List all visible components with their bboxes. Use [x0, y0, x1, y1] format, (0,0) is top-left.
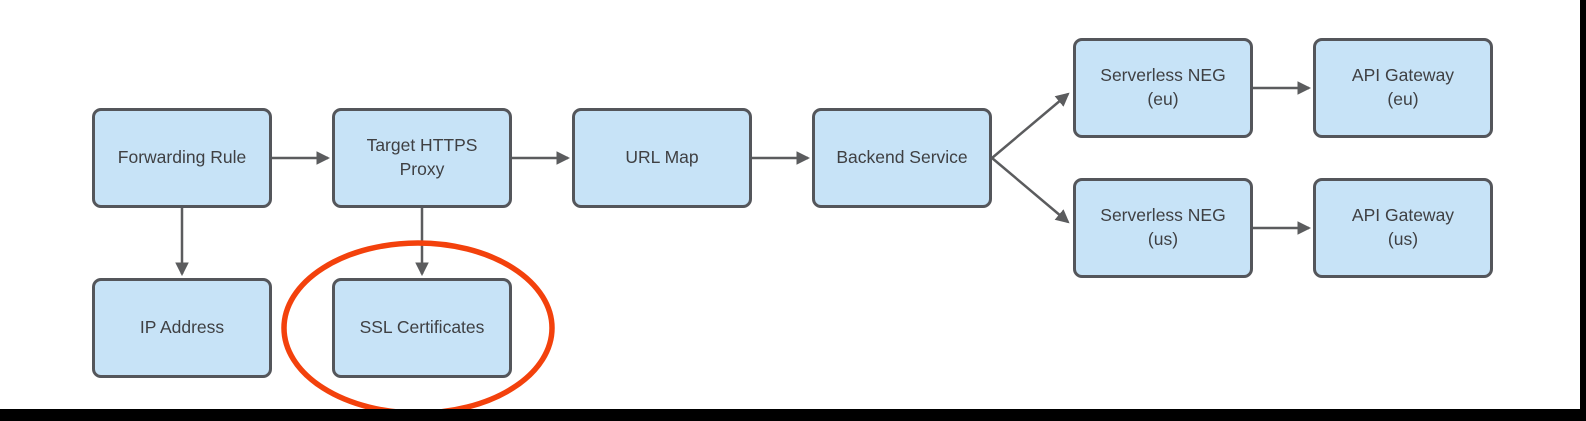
node-ip-address: IP Address [92, 278, 272, 378]
node-label: Target HTTPS Proxy [366, 135, 478, 179]
node-forwarding-rule: Forwarding Rule [92, 108, 272, 208]
node-target-https-proxy: Target HTTPS Proxy [332, 108, 512, 208]
node-label: Forwarding Rule [117, 147, 247, 168]
node-label: URL Map [625, 147, 699, 168]
node-serverless-neg-eu: Serverless NEG (eu) [1073, 38, 1253, 138]
node-label: Backend Service [836, 147, 968, 168]
node-backend-service: Backend Service [812, 108, 992, 208]
node-label: Serverless NEG (us) [1100, 205, 1226, 249]
node-label: SSL Certificates [359, 317, 485, 338]
node-url-map: URL Map [572, 108, 752, 208]
edge-backend-service-to-serverless-neg-us [991, 157, 1070, 224]
node-label: API Gateway (eu) [1351, 65, 1455, 109]
node-serverless-neg-us: Serverless NEG (us) [1073, 178, 1253, 278]
node-api-gateway-eu: API Gateway (eu) [1313, 38, 1493, 138]
node-label: API Gateway (us) [1351, 205, 1455, 249]
node-label: IP Address [139, 317, 225, 338]
edge-backend-service-to-serverless-neg-eu [991, 92, 1070, 159]
frame-right-bar [1580, 0, 1586, 421]
frame-bottom-bar [0, 409, 1586, 421]
node-label: Serverless NEG (eu) [1100, 65, 1226, 109]
node-ssl-certificates: SSL Certificates [332, 278, 512, 378]
node-api-gateway-us: API Gateway (us) [1313, 178, 1493, 278]
